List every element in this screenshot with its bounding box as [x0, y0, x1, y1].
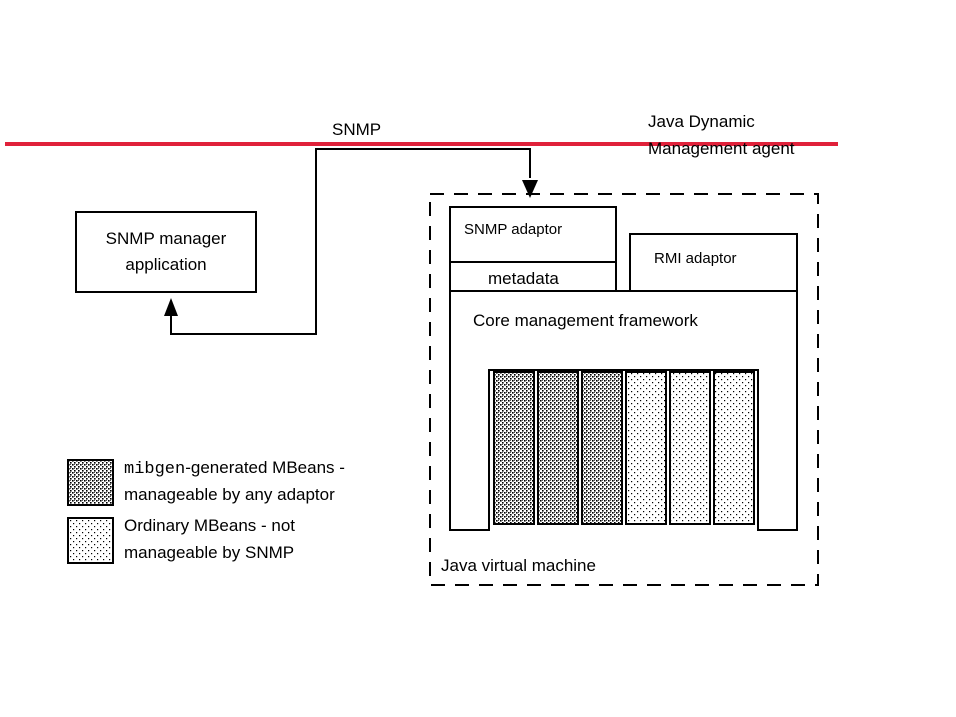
- legend: mibgen-generated MBeans - manageable by …: [67, 458, 345, 564]
- mibgen-mbean: [581, 371, 623, 525]
- metadata-box: [449, 261, 617, 292]
- agent-label-line1: Java Dynamic: [648, 112, 755, 131]
- legend-generated-line1: mibgen-generated MBeans -: [124, 458, 345, 479]
- ordinary-mbean: [625, 371, 667, 525]
- arrowhead-up-icon: [164, 298, 178, 316]
- legend-ordinary-line2: manageable by SNMP: [124, 543, 294, 562]
- jvm-boundary: [429, 193, 819, 586]
- arrowhead-down-icon: [522, 180, 538, 198]
- snmp-protocol-label: SNMP: [332, 120, 381, 139]
- jvm-label: Java virtual machine: [441, 556, 596, 575]
- legend-swatch-ordinary: [67, 517, 114, 564]
- mbeans-group: [493, 371, 755, 525]
- manager-label-line1: SNMP manager: [106, 229, 227, 248]
- ordinary-mbean: [669, 371, 711, 525]
- snmp-adaptor-box: [449, 206, 617, 263]
- mibgen-mbean: [537, 371, 579, 525]
- snmp-manager-box: [75, 211, 257, 293]
- agent-label-line2: Management agent: [648, 139, 795, 158]
- manager-label-line2: application: [125, 255, 206, 274]
- snmp-connection-line: [170, 148, 531, 335]
- rmi-adaptor-label: RMI adaptor: [654, 250, 737, 267]
- legend-swatch-generated: [67, 459, 114, 506]
- metadata-label: metadata: [488, 269, 559, 288]
- legend-generated-line1-rest: -generated MBeans -: [185, 458, 345, 477]
- rmi-adaptor-box: [629, 233, 798, 292]
- core-framework-label: Core management framework: [473, 311, 698, 330]
- mibgen-mbean: [493, 371, 535, 525]
- legend-ordinary-line1: Ordinary MBeans - not: [124, 516, 295, 535]
- legend-generated-code: mibgen: [124, 460, 185, 479]
- legend-generated-line2: manageable by any adaptor: [124, 485, 335, 504]
- snmp-adaptor-label: SNMP adaptor: [464, 221, 562, 238]
- ordinary-mbean: [713, 371, 755, 525]
